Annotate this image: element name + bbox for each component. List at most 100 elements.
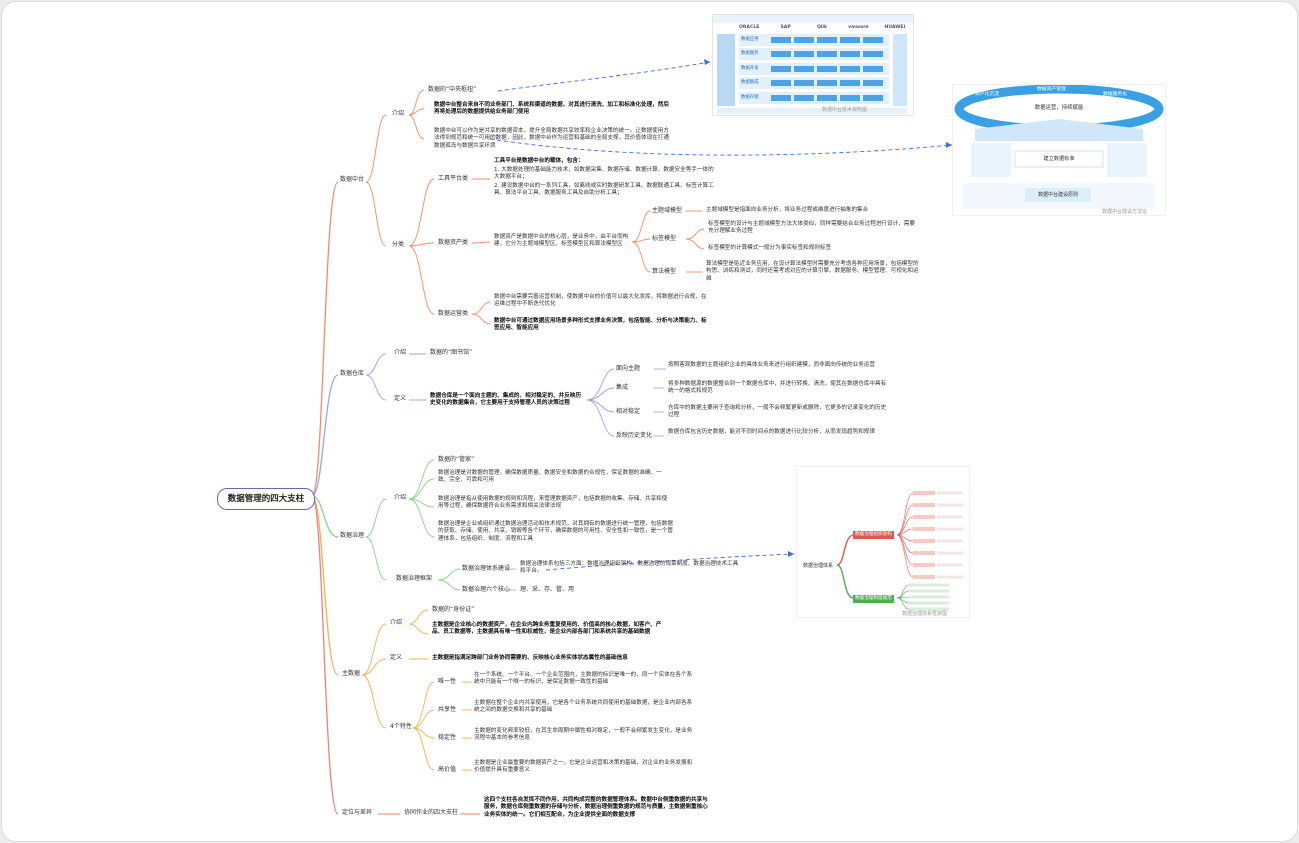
dash-link-arch [497,61,711,92]
node-dm-asset-desc: 数据资产是数据中台的核心层，是业务中，由平台而构建，它分为主题域模型区、标签模型… [494,234,629,248]
node-dm-tool-head: 工具平台是数据中台的载体，包含： [494,158,584,164]
node-wh-intro[interactable]: 介绍 [394,349,407,356]
arch-cell [794,94,814,101]
arch-cell [840,37,860,43]
arch-caption: 数据中台技术架构图 [822,107,868,113]
wh-feature-label[interactable]: 面向主题 [616,365,641,372]
node-dm-p2: 数据中台可以作为是共享的数据资本，提升全局数据共享效率和企业决策的统一。让数据使… [434,128,669,149]
node-gv-p2: 数据治理是指从使用数据的规则和流程，来管理数据资产，包括数据的收集、存储、共享和… [438,496,668,510]
md-feature-text: 主数据在整个企业内共享使用，它是各个业务系统共同使用的基础数据，是企业内部各系统… [474,700,693,714]
arch-cell [840,51,860,58]
node-dm-algo-text: 算法模型是贴近业务应用，在设计算法模型时需要充分考虑各种应用场景，包括模型的构思… [706,261,919,282]
mind-title: 数据治理体系 [803,563,834,569]
arch-cell [771,65,791,72]
thumb-mindmap[interactable]: 数据治理体系 数据治理组织架构 数据治理制度规范 [796,466,970,618]
node-gv-six-text: 理、采、存、管、用 [520,586,575,593]
link-root-relation [311,495,339,815]
node-gv-nickname[interactable]: 数据的“管家” [438,456,475,463]
arch-cell [840,65,860,72]
mini-mindmap [836,491,963,611]
mind-sublink [896,492,914,536]
arch-vendor: Qlik [816,25,828,30]
mind-leaf [937,575,963,579]
link-root-datamiddle [311,181,339,497]
arch-cell [794,65,814,72]
mind-subnode [909,601,949,605]
wh-feature-label[interactable]: 相对稳定 [616,408,641,415]
md-feature-text: 主数据的变化频率较低，在其生命周期中属性相对稳定，一般不会频繁发生变化，是业务流… [474,728,693,742]
node-dm-tool-l1: 1. 大数据处理的基础能力技术，如数据采集、数据存储、数据计算、数据安全等手一体… [494,167,714,181]
mind-a: 数据治理组织架构 [853,531,894,539]
arch-vendor: SAP [780,25,791,30]
node-md-feat[interactable]: 4个特性 [390,723,412,730]
node-dm-algo[interactable]: 算法模型 [652,268,677,275]
mind-subnode [909,589,949,593]
node-wh-def[interactable]: 定义 [394,395,407,402]
md-feature-text: 主数据是企业最重要的数据资产之一，它是企业运营和决策的基础，对企业的业务发展和价… [474,760,693,774]
node-dm-intro[interactable]: 介绍 [392,110,405,117]
arch-vendor: ORACLE [738,25,760,30]
mind-subnode [913,551,935,555]
link-root-master [311,495,339,676]
root-node[interactable]: 数据管理的四大支柱 [217,488,315,510]
arch-right-band [893,34,907,106]
mind-subnode [913,527,935,531]
wh-feature-label[interactable]: 集成 [616,384,629,391]
node-rel-sub[interactable]: 协同作业的四大支柱 [404,809,459,816]
dash-link-mind [545,553,795,571]
node-dm-nickname[interactable]: 数据的“中央枢纽” [428,86,477,93]
node-gv-system[interactable]: 数据治理体系建设 [462,565,511,572]
node-dm-asset[interactable]: 数据资产类 [438,239,469,246]
node-md-intro[interactable]: 介绍 [390,619,403,626]
arch-layer-label: 数据应用 [741,37,759,42]
branch-datamiddle[interactable]: 数据中台 [340,176,365,183]
branch-governance[interactable]: 数据治理 [340,532,365,539]
ring-top-2: 数据服务化 [1103,92,1127,97]
node-dm-category[interactable]: 分类 [392,241,405,248]
arch-cell [794,37,814,43]
node-dm-op[interactable]: 数据运营类 [438,310,469,317]
node-md-nickname[interactable]: 数据的“身份证” [432,606,475,613]
thumb-ring[interactable]: 数据运营，持续赋能 资产化沉淀 数据资产管理 数据服务化 建立数据标准 数据中台… [952,84,1166,216]
arch-cell [817,51,837,58]
node-dm-tag[interactable]: 标签模型 [652,235,677,242]
arch-cell [817,37,837,43]
mind-sublink [896,534,914,578]
wh-feature-label[interactable]: 反映历史变化 [616,432,653,439]
mind-leaf [937,563,963,567]
arch-layer-label: 数据存储 [741,94,759,100]
mind-subnode [913,575,935,579]
branch-warehouse[interactable]: 数据仓库 [340,370,365,377]
arch-cell [863,80,883,87]
md-feature-label[interactable]: 稳定性 [438,734,457,741]
node-dm-subject[interactable]: 主题域模型 [652,207,683,214]
node-gv-fw[interactable]: 数据治理框架 [396,575,433,582]
arch-cell [817,94,837,101]
md-feature-label[interactable]: 唯一性 [438,678,457,685]
arch-cell [771,51,791,58]
arch-layer-stack: 数据应用数据服务数据开发数据集成数据存储 [739,34,889,106]
link-root-warehouse [311,374,339,497]
arch-layer-label: 数据集成 [741,80,759,86]
branch-master[interactable]: 主数据 [342,670,361,677]
arch-cell [840,94,860,101]
arch-cell [794,51,814,58]
branch-relation[interactable]: 定位与差异 [342,809,373,816]
arch-layer: 数据应用 [739,34,889,46]
node-dm-tool[interactable]: 工具平台类 [438,175,469,182]
node-gv-intro[interactable]: 介绍 [394,494,407,501]
node-wh-nickname[interactable]: 数据的“图书馆” [430,349,473,356]
node-md-def[interactable]: 定义 [390,654,403,661]
node-gv-six[interactable]: 数据治理六个核心 [462,586,511,593]
arch-cell [817,65,837,72]
md-feature-label[interactable]: 高价值 [438,766,457,773]
node-gv-system-text: 数据治理体系包括三方面：数据治理组织架构、数据治理的规章制度、数据治理技术工具和… [520,561,739,575]
md-feature-label[interactable]: 共享性 [438,706,457,713]
wh-feature-text: 按照客观数据的主题组织企业的具体业务来进行组织建模，而非面向传统的业务运营 [668,362,875,368]
mind-link-a [836,534,854,566]
node-dm-op-t2: 数据中台可通过数据应用场景多种形式支撑业务决策，包括智能、分析与决策能力、标签应… [494,318,707,332]
arch-cell [863,37,883,43]
